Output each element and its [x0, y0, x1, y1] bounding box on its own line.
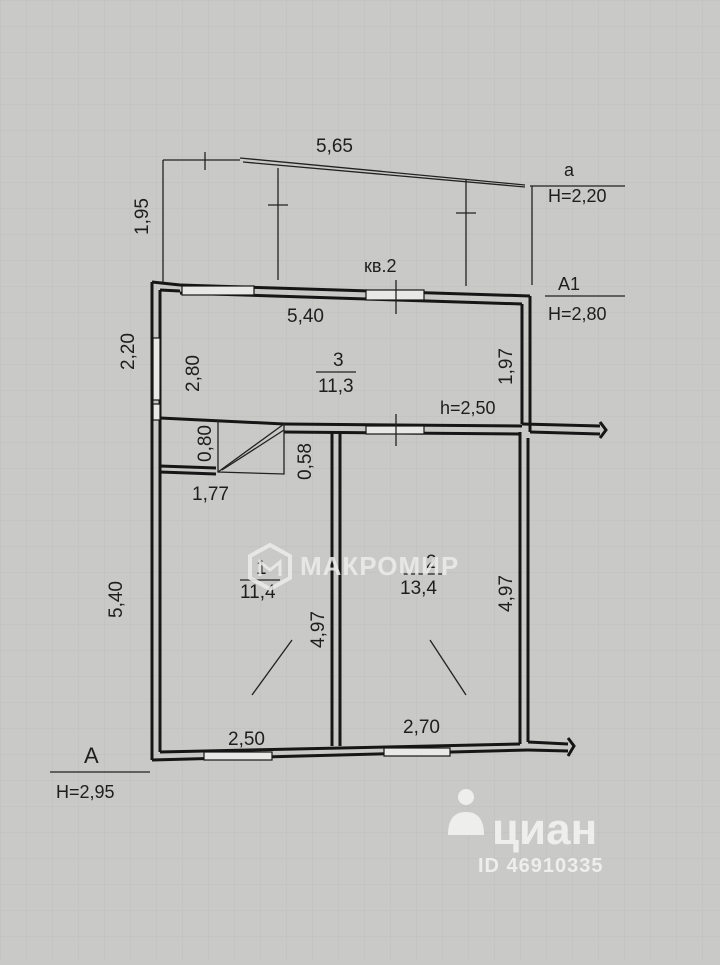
dim-room2-width: 2,70 — [403, 717, 440, 738]
apartment-label: кв.2 — [364, 256, 396, 276]
room-3-number: 3 — [333, 350, 344, 371]
marker-A-height: H=2,95 — [56, 782, 115, 802]
cian-logo-icon — [448, 789, 484, 835]
dim-balcony-depth: 1,95 — [132, 198, 153, 235]
dim-left-upper: 2,20 — [118, 333, 139, 370]
cian-listing-id: ID 46910335 — [478, 855, 604, 877]
dim-top-wall-length: 5,40 — [287, 306, 324, 327]
room-2-area: 13,4 — [400, 578, 437, 599]
room-3: 3 11,3 — [316, 350, 356, 397]
dim-room1-width: 2,50 — [228, 729, 265, 750]
marker-a1-height: H=2,80 — [548, 304, 607, 324]
dim-closet-width: 1,77 — [192, 484, 229, 505]
dim-top-balcony-length: 5,65 — [316, 136, 353, 157]
dim-closet-side: 0,58 — [295, 443, 316, 480]
ceiling-level-label: h=2,50 — [440, 398, 496, 418]
dim-room1-height: 4,97 — [308, 611, 329, 648]
makromir-watermark: МАКРОМИР — [248, 542, 459, 592]
makromir-logo-icon — [248, 542, 292, 592]
room-3-area: 11,3 — [318, 376, 354, 397]
marker-a-height: H=2,20 — [548, 186, 607, 206]
marker-A-label: A — [84, 743, 99, 768]
dim-room2-height: 4,97 — [496, 575, 517, 612]
room-2: 2 13,4 — [400, 552, 442, 599]
makromir-text: МАКРОМИР — [300, 551, 459, 581]
balcony-outline — [162, 152, 625, 297]
dim-closet-height: 0,80 — [195, 425, 216, 462]
cian-logo-text: циан — [492, 805, 597, 854]
dim-right-upper: 1,97 — [496, 348, 517, 385]
dim-room3-height: 2,80 — [183, 355, 204, 392]
room-1-area: 11,4 — [240, 582, 276, 603]
marker-a-label: a — [564, 160, 575, 180]
cian-watermark: циан ID 46910335 — [448, 789, 604, 877]
openings — [152, 280, 467, 761]
marker-a1-label: A1 — [558, 274, 580, 294]
room-2-number: 2 — [426, 552, 437, 573]
dim-left-lower: 5,40 — [106, 581, 127, 618]
